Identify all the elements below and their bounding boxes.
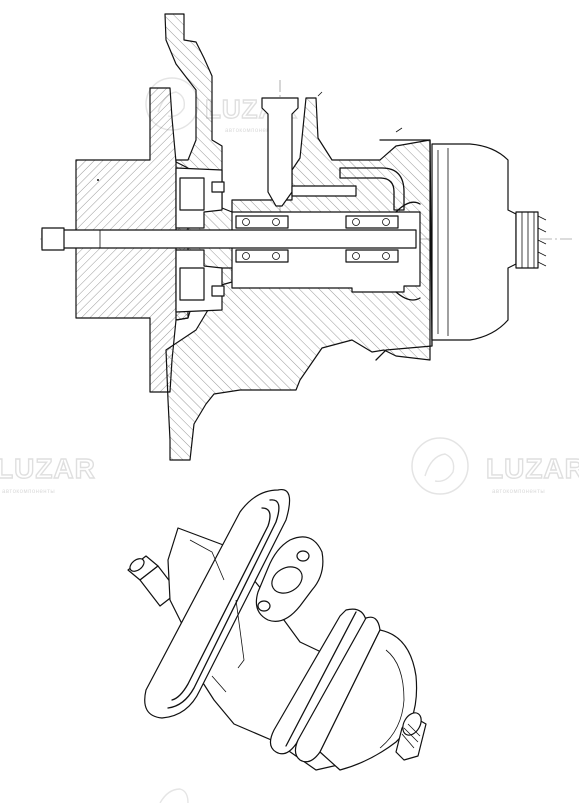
oil-port-boss [255,536,324,622]
luzar-logo-icon [159,788,189,803]
backplate-disk [144,488,291,719]
turbine-shaft-stub [395,712,427,761]
oil-inlet-bore [261,97,299,207]
watermark-right: LUZAR автокомпоненты [411,437,579,495]
journal-bearing-front [235,215,289,263]
thrust-bearing-assembly [175,167,225,313]
watermark-brand: LUZAR [0,453,96,484]
section-view [40,13,572,461]
turbine-shaft [41,229,417,249]
turbine-blades [515,211,547,269]
watermark-subtitle: автокомпоненты [2,489,55,495]
luzar-logo-icon [411,437,469,495]
turbine-end-rings [269,608,381,763]
shaft-nut [41,227,65,251]
isometric-view [127,488,427,771]
oil-gallery [291,185,357,197]
watermark-left: LUZAR автокомпоненты [0,452,96,495]
watermark-subtitle: автокомпоненты [492,489,545,495]
turbine-wheel [431,143,517,341]
watermark-brand: LUZAR [486,453,579,484]
oil-return-channel [339,167,405,211]
watermark-subtitle: автокомпоненты [225,128,278,134]
journal-bearing-rear [345,215,399,263]
heat-shield [375,139,433,361]
